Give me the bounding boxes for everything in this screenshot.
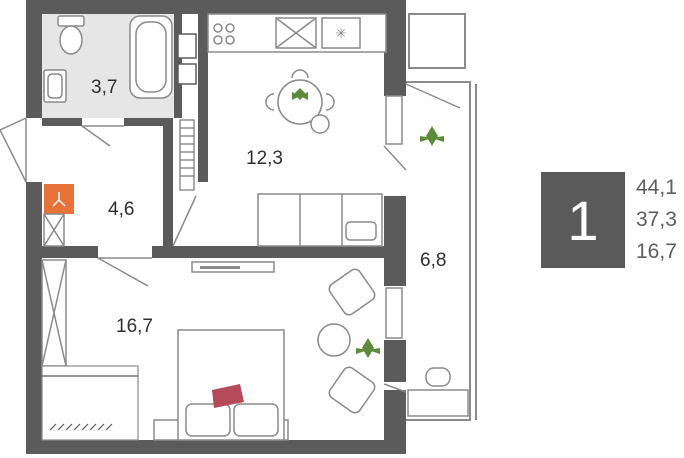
rooms-count: 1 xyxy=(567,188,599,252)
plant-icon xyxy=(292,88,308,100)
room-area-balcony: 6,8 xyxy=(420,250,446,271)
balcony-desk xyxy=(407,367,469,417)
bathtub xyxy=(129,15,173,99)
sofa xyxy=(257,193,383,247)
dining-table xyxy=(265,69,335,134)
armchairs xyxy=(317,268,376,414)
room-area-hallway: 4,6 xyxy=(108,199,134,220)
room-area-kitchen-living: 12,3 xyxy=(246,148,283,169)
pillow xyxy=(212,384,244,408)
balcony xyxy=(406,13,477,421)
windows xyxy=(385,95,403,339)
rooms-count-badge: 1 xyxy=(541,172,625,268)
bed xyxy=(153,329,289,441)
plant-icon-balcony xyxy=(420,126,444,146)
toilet xyxy=(57,15,85,55)
room-area-bathroom: 3,7 xyxy=(91,77,117,98)
sink xyxy=(43,69,67,103)
room-area-bedroom: 16,7 xyxy=(116,316,153,337)
living-area: 37,3 xyxy=(636,208,677,231)
wardrobe-bedroom xyxy=(41,259,67,367)
shelves xyxy=(177,33,197,85)
tv-stand xyxy=(191,261,275,273)
svg-text:✳: ✳ xyxy=(335,26,347,42)
radiator xyxy=(179,119,195,191)
area-list: 44,1 37,3 16,7 xyxy=(636,172,684,268)
wardrobe-hall xyxy=(43,213,65,247)
doors xyxy=(0,83,461,393)
boiler xyxy=(44,184,74,214)
room-area: 16,7 xyxy=(636,240,677,263)
plant-icon-bedroom xyxy=(356,338,380,358)
total-area: 44,1 xyxy=(636,176,677,199)
kitchen-counter: ✳ xyxy=(207,13,387,53)
open-wardrobe xyxy=(41,365,139,441)
